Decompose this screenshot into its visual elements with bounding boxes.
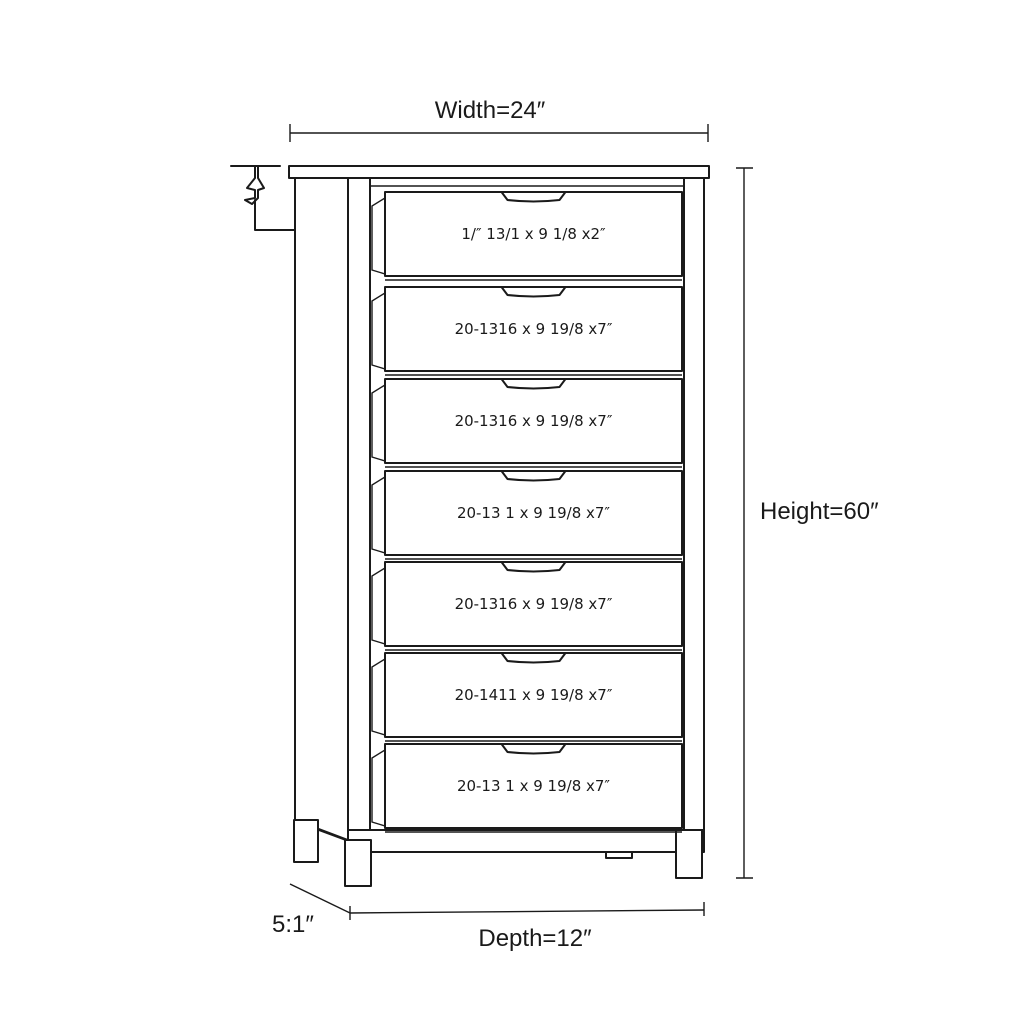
drawer[interactable]: 1/″ 13/1 x 9 1/8 x2″ [371,191,683,281]
drawer-handle-icon[interactable] [500,561,567,573]
drawer-label: 20-1316 x 9 19/8 x7″ [455,595,613,613]
height-dimension: Height=60″ [736,167,879,879]
height-label: Height=60″ [760,498,879,525]
drawer-handle-icon[interactable] [500,378,567,390]
drawer[interactable]: 20-13 1 x 9 19/8 x7″ [371,470,683,560]
depth-label: Depth=12″ [478,925,592,952]
drawer-handle-icon[interactable] [500,470,567,482]
drawer-handle-icon[interactable] [500,652,567,664]
width-dimension: Width=24″ [289,97,709,142]
drawer-front[interactable] [384,470,683,556]
drawer-handle-icon[interactable] [500,286,567,298]
drawer[interactable]: 20-13 1 x 9 19/8 x7″ [371,743,683,833]
drawer-label: 20-1411 x 9 19/8 x7″ [455,686,613,704]
drawer-front[interactable] [384,652,683,738]
width-label: Width=24″ [435,97,546,124]
drawer-front[interactable] [384,743,683,829]
drawer[interactable]: 20-1411 x 9 19/8 x7″ [371,652,683,742]
drawer[interactable]: 20-1316 x 9 19/8 x7″ [371,286,683,376]
dresser-body [288,165,710,887]
drawer-label: 20-13 1 x 9 19/8 x7″ [457,504,610,522]
drawer-label: 20-1316 x 9 19/8 x7″ [455,412,613,430]
leg-label: 5:1″ [272,911,314,938]
drawer-handle-icon[interactable] [500,191,567,203]
drawer-label: 20-1316 x 9 19/8 x7″ [455,320,613,338]
drawer-front[interactable] [384,561,683,647]
drawer-label: 1/″ 13/1 x 9 1/8 x2″ [461,225,606,243]
drawer-front[interactable] [384,286,683,372]
drawer-front[interactable] [384,378,683,464]
drawer-handle-icon[interactable] [500,743,567,755]
drawer-stack: 1/″ 13/1 x 9 1/8 x2″ 20-1316 x 9 19/8 x7″… [371,191,683,833]
drawer-front[interactable] [384,191,683,277]
depth-dimension: Depth=12″ 5:1″ [272,883,705,952]
drawer[interactable]: 20-1316 x 9 19/8 x7″ [371,561,683,651]
drawer[interactable]: 20-1316 x 9 19/8 x7″ [371,378,683,468]
drawer-label: 20-13 1 x 9 19/8 x7″ [457,777,610,795]
